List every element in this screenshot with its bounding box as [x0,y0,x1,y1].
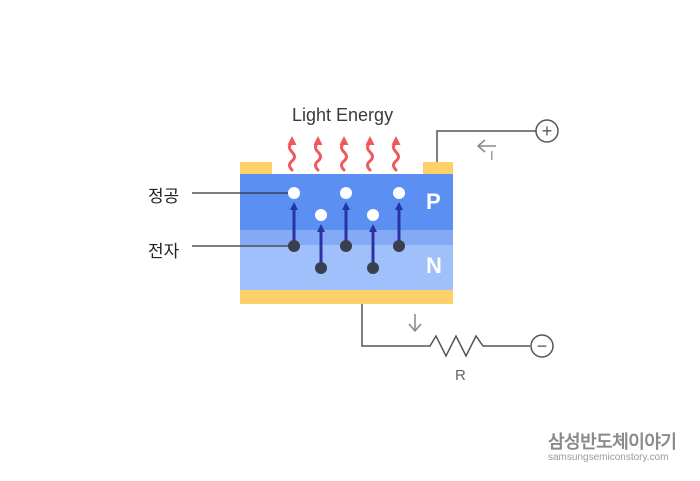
negative-terminal-sign: − [537,336,548,356]
bottom-contact [240,290,453,304]
electron-1 [288,240,300,252]
hole-1 [288,187,300,199]
watermark-url: samsungsemiconstory.com [548,452,669,463]
resistor-label: R [455,367,466,384]
hole-4 [367,209,379,221]
carrier-arrows [290,202,403,268]
electron-3 [340,240,352,252]
positive-terminal [535,119,559,143]
electron-2 [315,262,327,274]
light-wave-5 [391,136,401,172]
light-wave-arrows [287,136,401,172]
hole-2 [315,209,327,221]
electrons [288,240,405,274]
electron-5 [393,240,405,252]
light-wave-1 [287,136,297,172]
light-wave-3 [339,136,349,172]
positive-terminal-sign: + [542,121,553,141]
electron-4 [367,262,379,274]
negative-terminal [530,334,554,358]
negative-wire [361,304,530,358]
holes [288,187,405,221]
watermark-brand: 삼성반도체이야기 [548,432,677,453]
hole-label: 정공 [148,187,180,207]
positive-wire [436,130,536,162]
p-layer-label: P [426,189,441,214]
top-contact-right [423,162,453,174]
current-arrow-icon [476,139,496,153]
light-energy-label: Light Energy [292,105,394,125]
hole-3 [340,187,352,199]
hole-5 [393,187,405,199]
current-label: I [490,148,494,163]
top-contact-left [240,162,272,174]
down-arrow-icon [408,314,422,333]
light-wave-2 [313,136,323,172]
light-wave-4 [365,136,375,172]
n-layer [240,245,453,290]
n-layer-label: N [426,253,442,278]
electron-label: 전자 [148,242,180,262]
